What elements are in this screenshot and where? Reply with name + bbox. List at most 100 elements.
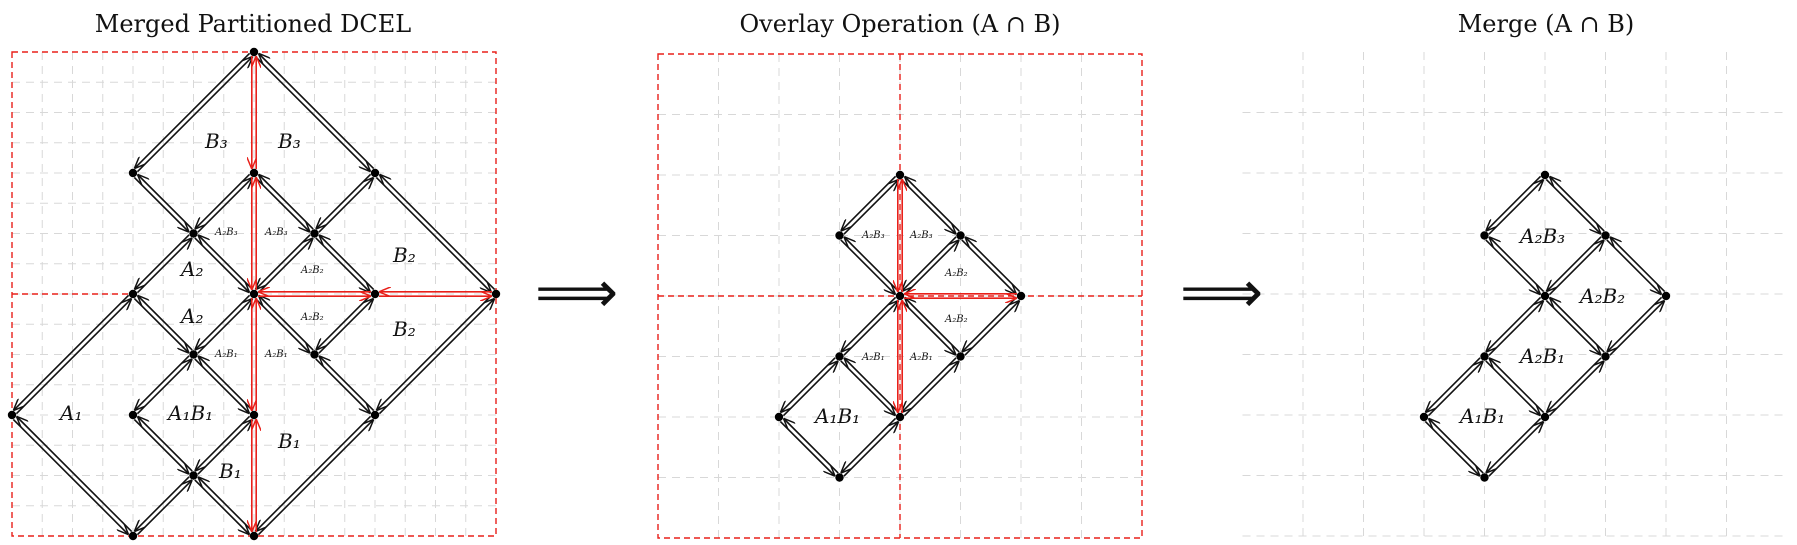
vertex <box>1540 412 1550 422</box>
half-edge <box>1426 357 1481 412</box>
face-label-a1b1: A₁B₁ <box>166 401 213 425</box>
half-edge <box>1547 236 1602 291</box>
vertex <box>370 410 380 420</box>
half-edge <box>256 234 311 289</box>
face-label-a1: A₁ <box>58 401 82 425</box>
half-edge <box>843 422 898 477</box>
vertex <box>1661 291 1671 301</box>
face-label-a2b3-left: A₂B₃ <box>214 227 238 238</box>
face-label-a2b2-lower: A₂B₂ <box>300 312 324 323</box>
edge-layer <box>13 53 1664 534</box>
vertex <box>956 231 965 240</box>
half-edge <box>840 360 895 415</box>
vertex <box>491 289 501 299</box>
vertex <box>895 412 905 422</box>
half-edge <box>842 417 897 472</box>
vertex <box>310 229 319 238</box>
half-edge <box>318 299 373 354</box>
face-label-a1b1: A₁B₁ <box>1458 404 1505 428</box>
half-edge <box>254 176 309 231</box>
half-edge <box>1485 239 1540 294</box>
middle-face-labels: A₂B₃ A₂B₃ A₂B₂ A₂B₂ A₂B₁ A₂B₁ A₁B₁ <box>813 230 968 428</box>
vertex <box>310 350 319 359</box>
half-edge <box>135 355 190 410</box>
half-edge <box>902 357 957 412</box>
vertex <box>249 531 259 541</box>
half-edge <box>903 362 958 417</box>
half-edge <box>905 298 960 353</box>
half-edge <box>378 299 494 415</box>
half-edge <box>133 297 188 352</box>
face-label-a2b1: A₂B₁ <box>1518 344 1565 368</box>
half-edge <box>1611 238 1666 293</box>
vertex <box>1540 170 1550 180</box>
half-edge <box>254 297 309 352</box>
face-label-a2b3-right: A₂B₃ <box>909 230 933 241</box>
implies-arrow-2: ⟹ <box>1180 258 1263 326</box>
half-edge <box>199 236 254 291</box>
face-label-a1b1: A₁B₁ <box>813 404 860 428</box>
face-label-a2b3: A₂B₃ <box>1518 224 1565 248</box>
half-edge <box>136 360 191 415</box>
face-label-b3-right: B₃ <box>277 129 301 153</box>
half-edge <box>194 358 249 413</box>
face-label-a2b2-upper: A₂B₂ <box>300 265 324 276</box>
half-edge <box>14 294 130 410</box>
left-panel-title: Merged Partitioned DCEL <box>94 10 412 38</box>
face-label-a2b3-right: A₂B₃ <box>264 227 288 238</box>
half-edge <box>194 237 249 292</box>
vertex <box>128 531 138 541</box>
vertex <box>128 168 138 178</box>
half-edge <box>197 299 252 354</box>
vertex <box>189 229 198 238</box>
half-edge <box>317 173 372 228</box>
half-edge <box>1429 419 1484 474</box>
half-edge <box>784 419 839 474</box>
vertex <box>370 289 380 299</box>
vertex <box>249 47 259 57</box>
half-edge <box>905 177 960 232</box>
half-edge <box>964 301 1019 356</box>
half-edge <box>12 418 128 534</box>
half-edge <box>963 296 1018 351</box>
half-edge <box>781 357 836 412</box>
vertex <box>1601 231 1610 240</box>
face-label-b2-top: B₂ <box>392 243 416 267</box>
half-edge <box>1545 178 1600 233</box>
half-edge <box>1490 359 1545 414</box>
vertex <box>835 231 844 240</box>
vertex <box>7 410 17 420</box>
half-edge <box>1606 239 1661 294</box>
half-edge <box>961 239 1016 294</box>
vertex <box>128 289 138 299</box>
face-label-a2-bottom: A₂ <box>179 304 203 328</box>
half-edge <box>259 175 314 230</box>
half-edge <box>1487 175 1542 230</box>
half-edge <box>375 176 491 292</box>
half-edge <box>256 415 372 531</box>
half-edge <box>842 296 897 351</box>
vertex <box>835 473 844 482</box>
face-label-b1-inner: B₁ <box>218 459 242 483</box>
half-edge <box>194 479 249 534</box>
half-edge <box>259 296 314 351</box>
face-label-a2b1-right: A₂B₁ <box>909 352 933 363</box>
vertex <box>249 410 259 420</box>
vertex <box>370 168 380 178</box>
face-label-b1-right: B₁ <box>277 429 301 453</box>
half-edge <box>259 54 375 170</box>
half-edge <box>1488 422 1543 477</box>
half-edge <box>196 294 251 349</box>
half-edge <box>196 173 251 228</box>
half-edge <box>1550 298 1605 353</box>
half-edge <box>1487 417 1542 472</box>
face-label-a2b3-left: A₂B₃ <box>861 230 885 241</box>
vertex <box>249 168 259 178</box>
vertex <box>774 412 784 422</box>
half-edge <box>197 420 252 475</box>
half-edge <box>843 180 898 235</box>
half-edge <box>902 236 957 291</box>
half-edge <box>842 175 897 230</box>
vertex <box>249 289 259 299</box>
